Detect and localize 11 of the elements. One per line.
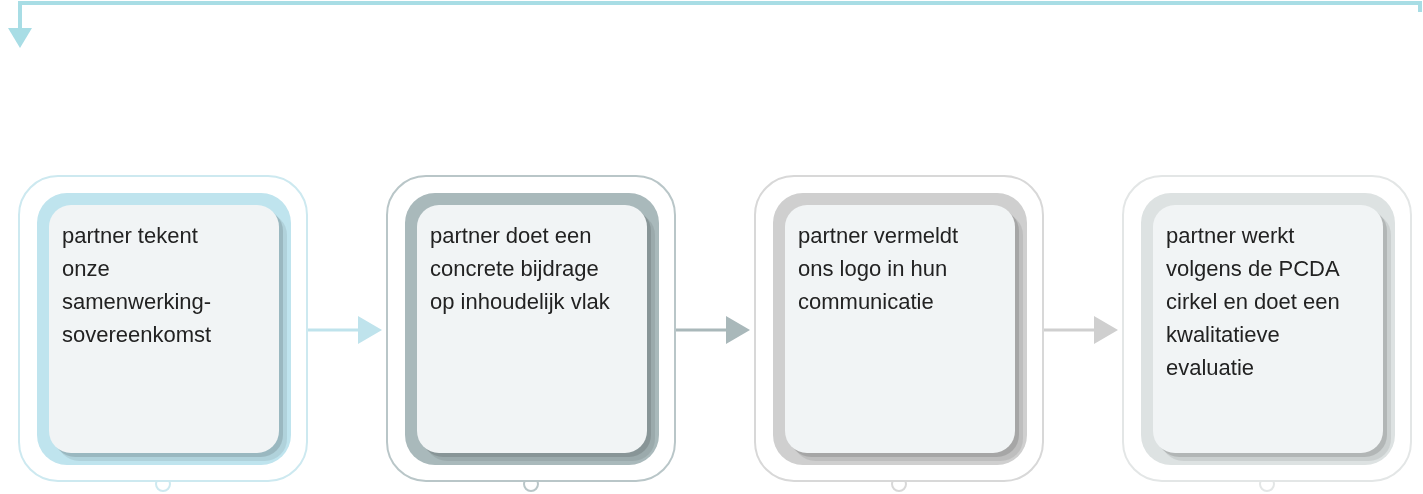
arrow <box>1044 316 1118 344</box>
step-text: partner tekent onze samenwerking-sovereenkomst <box>62 222 213 349</box>
step-frame <box>386 175 676 482</box>
step-text: partner doet een concrete bijdrage op inhoudelijk vlak <box>430 222 611 316</box>
arrow <box>676 316 750 344</box>
step-frame <box>754 175 1044 482</box>
step-text: partner werkt volgens de PCDA cirkel en doet een kwalitatieve evaluatie <box>1166 222 1341 382</box>
step-text: partner vermeldt ons logo in hun communicatie <box>798 222 960 316</box>
step-frame <box>18 175 308 482</box>
step-frame <box>1122 175 1412 482</box>
arrow <box>308 316 382 344</box>
